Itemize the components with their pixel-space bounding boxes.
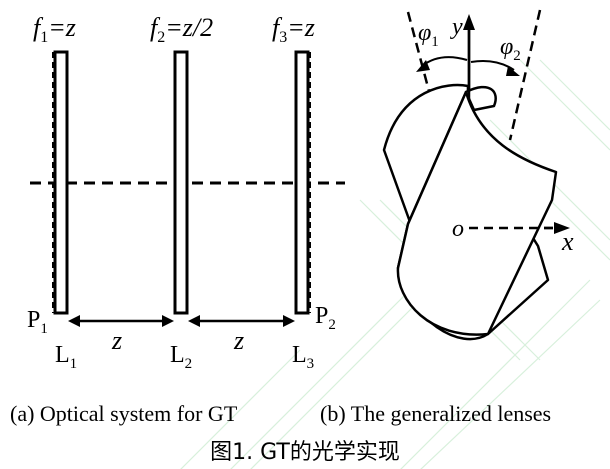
lens-l1 <box>53 50 69 315</box>
angle-label-1: φ1 <box>418 20 439 50</box>
y-axis-arrowhead <box>463 14 475 30</box>
angle-arc-1-head <box>416 60 430 72</box>
angle-arc-2-head <box>506 66 520 76</box>
caption-panel-a: (a) Optical system for GT <box>10 401 238 426</box>
gap-label-1: z <box>111 326 122 355</box>
x-axis-label: x <box>561 227 574 256</box>
plane-label-p1: P1 <box>27 307 48 337</box>
lens-l2 <box>173 50 189 315</box>
lens-label-l2: L2 <box>170 342 192 372</box>
angle-label-2: φ2 <box>500 34 521 64</box>
focal-label-1: f1=z <box>33 13 76 46</box>
lens-shape-petal <box>464 85 497 112</box>
focal-label-3: f3=z <box>272 13 315 46</box>
generalized-lens-shapes <box>382 83 558 341</box>
rotation-line-2 <box>508 9 542 141</box>
lens-l3 <box>294 50 310 315</box>
angle-arc-2 <box>470 60 515 71</box>
panel-b-generalized-lenses: y x o φ1 φ2 <box>382 9 574 341</box>
plane-label-p2: P2 <box>315 303 336 333</box>
focal-label-2: f2=z/2 <box>150 13 213 46</box>
panel-a-optical-system: f1=z f2=z/2 f3=z P1 P2 L1 L2 L3 z z <box>27 13 345 372</box>
angle-arc-1 <box>421 56 468 67</box>
origin-label: o <box>452 216 464 242</box>
x-axis-arrowhead <box>554 222 570 234</box>
lens-label-l3: L3 <box>292 342 314 372</box>
distance-arrow-2 <box>188 315 295 327</box>
figure-caption: 图1. GT的光学实现 <box>210 440 400 465</box>
distance-arrow-1 <box>68 315 174 327</box>
y-axis-label: y <box>450 14 463 40</box>
lens-shape-front <box>396 90 558 336</box>
lens-label-l1: L1 <box>55 342 77 372</box>
gap-label-2: z <box>233 326 244 355</box>
caption-panel-b: (b) The generalized lenses <box>320 401 551 426</box>
